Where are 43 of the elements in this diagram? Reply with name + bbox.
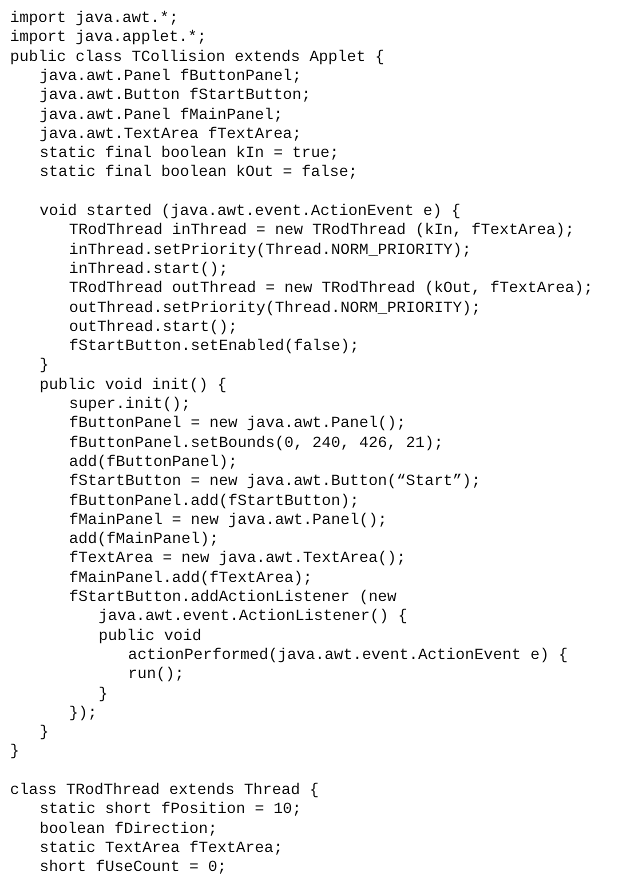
code-line: static final boolean kIn = true; [40,144,339,162]
code-line: public void init() { [40,376,227,394]
code-line: super.init(); [69,395,191,413]
code-line: fButtonPanel = new java.awt.Panel(); [69,414,406,432]
code-line: fTextArea = new java.awt.TextArea(); [69,549,406,568]
code-line: static short fPosition = 10; [40,800,302,818]
code-line: add(fMainPanel); [69,530,219,548]
code-line: java.awt.event.ActionListener() { [98,607,408,626]
code-line: }); [69,704,98,722]
code-line: public class TCollision extends Applet { [10,48,384,66]
code-line: TRodThread outThread = new TRodThread (kOut, fTextArea); [69,279,594,298]
code-line: java.awt.TextArea fTextArea; [40,124,302,143]
code-line: } [40,723,49,742]
code-line: } [98,684,108,702]
code-line: import java.awt.*; [10,9,178,27]
code-line: run(); [128,665,184,684]
code-line: static TextArea fTextArea; [40,838,283,857]
code-line: fMainPanel = new java.awt.Panel(); [69,510,388,529]
code-line: java.awt.Panel fMainPanel; [40,106,283,124]
code-line: java.awt.Button fStartButton; [40,86,311,104]
code-line: void started (java.awt.event.ActionEvent e) { [40,202,461,220]
code-line: boolean fDirection; [40,820,218,838]
code-line: } [40,356,49,374]
code-line: actionPerformed(java.awt.event.ActionEvent e) { [128,646,568,664]
code-line: inThread.setPriority(Thread.NORM_PRIORITY); [69,240,472,259]
code-line: import java.applet.*; [10,28,207,46]
code-line: TRodThread inThread = new TRodThread (kIn, fTextArea); [69,221,574,240]
code-line: } [10,742,20,760]
code-line: fStartButton.addActionListener (new [69,588,397,606]
code-line: java.awt.Panel fButtonPanel; [40,66,302,85]
code-line: short fUseCount = 0; [40,858,227,876]
code-line: public void [98,626,202,645]
code-line: fButtonPanel.setBounds(0, 240, 426, 21); [69,434,444,452]
code-line: fMainPanel.add(fTextArea); [69,568,312,587]
code-line: outThread.start(); [69,318,238,336]
code-line: outThread.setPriority(Thread.NORM_PRIORITY); [69,298,481,316]
code-line: add(fButtonPanel); [69,452,238,471]
code-line: fStartButton.setEnabled(false); [69,337,360,356]
code-line: fStartButton = new java.awt.Button(“Start”); [69,472,481,490]
code-line: class TRodThread extends Thread { [10,781,319,799]
code-line: inThread.start(); [69,260,228,278]
code-line: static final boolean kOut = false; [40,163,358,182]
code-line: fButtonPanel.add(fStartButton); [69,492,360,510]
